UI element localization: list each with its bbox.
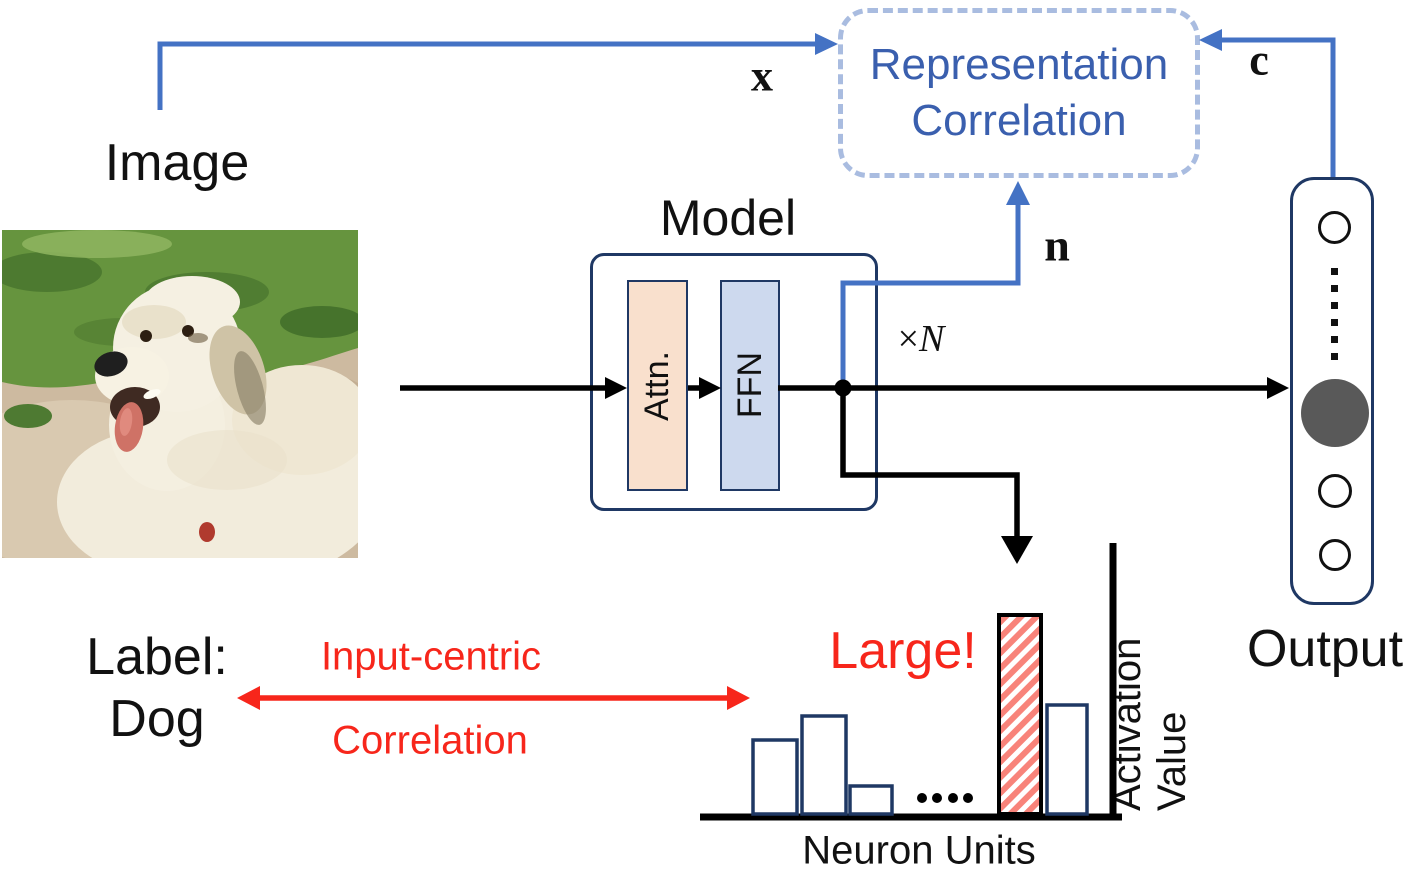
n-vector-label: n [1044, 219, 1070, 271]
label-heading: Label: [86, 628, 228, 686]
dog-ear-shadow [234, 351, 266, 425]
dog-tongue-highlight [119, 408, 133, 436]
chart-ellipsis-dot [932, 793, 942, 803]
input-centric-label-line2: Correlation [332, 718, 528, 763]
grass-blotch [280, 306, 358, 338]
grass-highlight [22, 230, 172, 258]
chart-axes [700, 543, 1122, 821]
x-vector-label: x [751, 51, 773, 101]
output-neuron-node [1318, 211, 1351, 244]
dog-teeth [143, 388, 161, 400]
vertical-ellipsis-dot [1331, 268, 1338, 275]
output-label: Output [1246, 620, 1404, 678]
c-vector-label: c [1249, 35, 1269, 85]
grass-tuft [4, 404, 52, 428]
chart-bar [751, 738, 799, 816]
vertical-ellipsis-dot [1331, 319, 1338, 326]
label-class-dog: Dog [109, 690, 205, 748]
chart-ellipsis-dot [917, 793, 927, 803]
output-neuron-node-active [1301, 379, 1369, 447]
model-label: Model [659, 190, 797, 246]
grass-blotch [2, 252, 102, 292]
ffn-block-label: FFN [730, 352, 769, 419]
chart-xlabel: Neuron Units [802, 828, 1036, 872]
x-arrow [157, 33, 838, 110]
chart-bar [1045, 703, 1089, 816]
large-annotation: Large! [829, 622, 977, 680]
dog-nose [94, 351, 128, 377]
dog-fur-shading [167, 430, 287, 490]
chart-ylabel: Activation Value [1105, 637, 1194, 811]
output-neuron-node [1318, 474, 1352, 508]
input-centric-label-line1: Input-centric [320, 634, 542, 679]
attention-block: Attn. [627, 280, 688, 491]
attention-block-label: Attn. [638, 350, 676, 421]
representation-correlation-line2: Correlation [911, 96, 1127, 145]
dog-eye-right [182, 325, 194, 337]
chart-ellipsis-dot [963, 793, 973, 803]
ffn-block: FFN [720, 280, 780, 491]
vertical-ellipsis-dot [1331, 336, 1338, 343]
times-symbol: × [897, 318, 920, 360]
chart-bar [848, 784, 894, 816]
dog-eye-left [140, 330, 152, 342]
vertical-ellipsis-dot [1331, 302, 1338, 309]
dog-brow-shading [122, 305, 186, 339]
output-neuron-node [1319, 539, 1351, 571]
vertical-ellipsis-dot [1331, 285, 1338, 292]
dog-collar-tag [199, 522, 215, 542]
output-vector-box [1290, 177, 1374, 605]
n-repeat-symbol: N [919, 318, 945, 360]
representation-correlation-line1: Representation [869, 39, 1169, 89]
times-n-label: ×N [898, 317, 945, 361]
representation-correlation-box: Representation Correlation [838, 8, 1200, 178]
dog-eye-patch [188, 333, 208, 343]
vertical-ellipsis-dot [1331, 353, 1338, 360]
chart-bar [800, 714, 848, 816]
chart-bar-highlighted [997, 613, 1043, 816]
input-centric-correlation-arrow [237, 686, 750, 710]
image-label: Image [104, 134, 250, 192]
dog-photo [2, 230, 358, 558]
chart-ellipsis-dot [948, 793, 958, 803]
